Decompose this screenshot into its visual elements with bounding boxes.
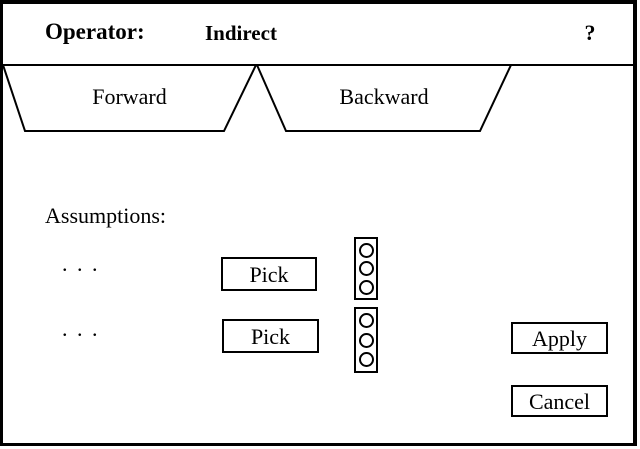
apply-button[interactable]: Apply — [511, 322, 608, 354]
operator-label: Operator: — [45, 19, 145, 44]
option-selector-1[interactable] — [354, 237, 378, 300]
tab-forward[interactable]: Forward — [92, 84, 167, 109]
tab-strip — [1, 64, 633, 132]
radio-dot-icon[interactable] — [358, 313, 374, 329]
radio-dot-icon[interactable] — [358, 261, 374, 276]
radio-dot-icon[interactable] — [358, 332, 374, 348]
operator-value: Indirect — [205, 21, 277, 45]
pick-button-1[interactable]: Pick — [221, 257, 317, 291]
radio-dot-icon[interactable] — [358, 242, 374, 258]
tab-backward-shape[interactable] — [255, 64, 513, 132]
tab-forward-shape[interactable] — [1, 64, 258, 132]
help-button[interactable]: ? — [575, 18, 605, 48]
tab-backward[interactable]: Backward — [339, 84, 429, 109]
assumptions-label: Assumptions: — [45, 203, 167, 228]
pick-button-2[interactable]: Pick — [222, 319, 319, 353]
option-selector-2[interactable] — [354, 307, 378, 373]
assumption-slot-2: . . . — [62, 316, 100, 341]
radio-dot-icon[interactable] — [358, 279, 374, 295]
cancel-button[interactable]: Cancel — [511, 385, 608, 417]
assumption-slot-1: . . . — [62, 251, 100, 276]
radio-dot-icon[interactable] — [358, 351, 374, 367]
